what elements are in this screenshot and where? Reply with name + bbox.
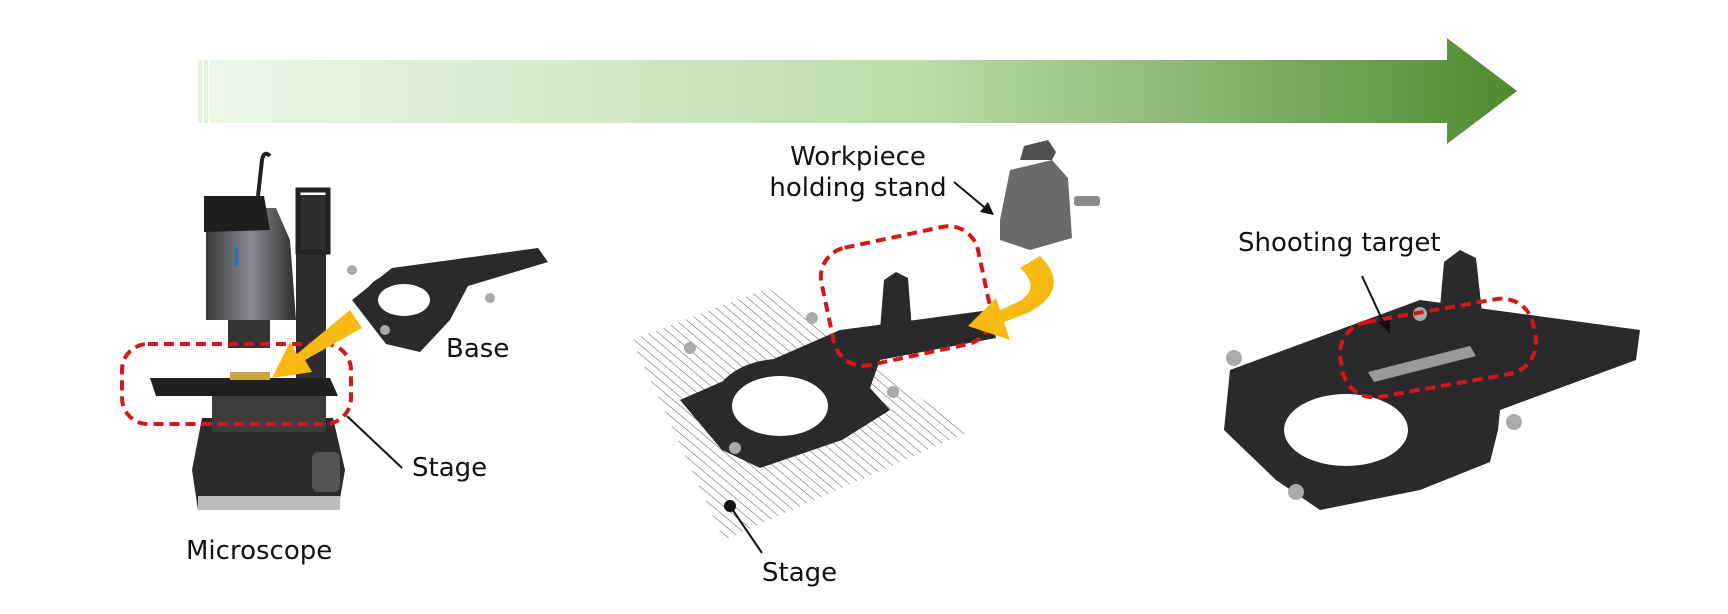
- stage-left-leader: [346, 415, 403, 469]
- target-highlight-right: [1337, 296, 1539, 400]
- workpiece-leader-head: [980, 202, 994, 215]
- base-part: [347, 248, 548, 352]
- label-workpiece-line2: holding stand: [769, 173, 947, 204]
- stage-highlight-left: [120, 342, 353, 426]
- label-workpiece-holding-stand: Workpiece holding stand: [758, 142, 958, 204]
- label-microscope: Microscope: [186, 536, 333, 566]
- label-base: Base: [446, 334, 510, 364]
- right-fixture: [1224, 250, 1640, 510]
- progress-arrow: [198, 38, 1517, 144]
- middle-fixture: [680, 272, 996, 468]
- shooting-target-leader-head: [1378, 320, 1390, 334]
- microscope-illustration: [150, 151, 345, 510]
- insert-arrow-middle: [968, 256, 1054, 340]
- workpiece-holding-stand: [1000, 140, 1100, 250]
- shooting-target-leader: [1361, 275, 1387, 329]
- label-workpiece-line1: Workpiece: [790, 142, 926, 172]
- label-stage-middle: Stage: [762, 558, 838, 588]
- label-stage-left: Stage: [412, 453, 488, 483]
- stand-highlight-middle: [818, 224, 994, 368]
- stage-middle-leader: [729, 505, 763, 554]
- insert-arrow-left: [272, 310, 362, 378]
- label-shooting-target: Shooting target: [1238, 228, 1441, 258]
